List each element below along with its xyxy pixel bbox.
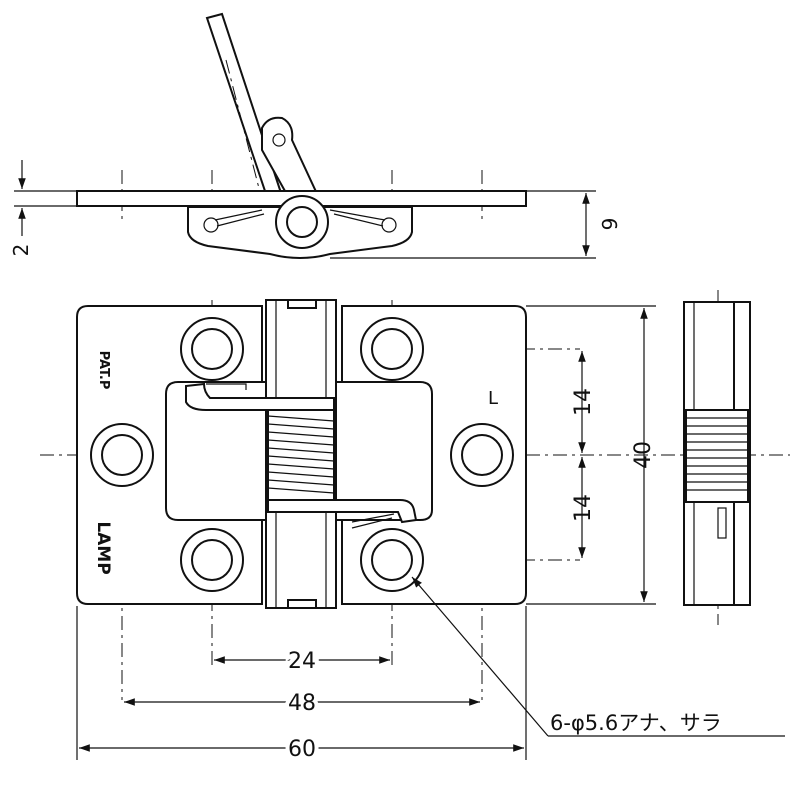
dim-label-14-lower: 14 bbox=[571, 494, 596, 522]
torsion-spring bbox=[267, 409, 335, 501]
dim-label-48: 48 bbox=[288, 691, 316, 716]
dim-label-6: 6 bbox=[597, 218, 621, 231]
dim-total-width: 60 bbox=[76, 606, 527, 766]
side-view bbox=[683, 290, 751, 625]
top-view-centerlines bbox=[121, 170, 483, 220]
dim-plate-thickness: 2 bbox=[9, 160, 76, 256]
mounting-hole-mid-left bbox=[90, 423, 154, 487]
dim-hole-pitch-outer: 48 bbox=[124, 687, 480, 720]
brand-stamp: LAMP bbox=[93, 521, 113, 574]
dim-label-24: 24 bbox=[288, 649, 316, 674]
mounting-hole-top-right bbox=[360, 317, 424, 381]
hole-callout-label: 6-φ5.6アナ、サラ bbox=[550, 711, 722, 735]
dim-label-60: 60 bbox=[288, 737, 316, 762]
open-leaf bbox=[205, 12, 320, 202]
dim-total-height: 40 bbox=[526, 305, 656, 605]
mounting-hole-bottom-right bbox=[360, 528, 424, 592]
patent-stamp: PAT.P bbox=[96, 351, 111, 390]
spring-housing bbox=[187, 195, 413, 259]
dim-hole-spacing: 14 14 bbox=[571, 351, 596, 558]
dim-label-14-upper: 14 bbox=[571, 388, 596, 416]
dim-side-height: 6 bbox=[330, 190, 621, 259]
dim-hole-pitch-inner: 24 bbox=[214, 645, 390, 678]
mounting-hole-bottom-left bbox=[180, 528, 244, 592]
hole-callout: 6-φ5.6アナ、サラ bbox=[411, 576, 785, 737]
dim-label-2: 2 bbox=[9, 244, 33, 257]
dim-label-40: 40 bbox=[631, 441, 656, 469]
mounting-hole-top-left bbox=[180, 317, 244, 381]
side-mark: L bbox=[488, 388, 498, 409]
front-view: PAT.P LAMP L bbox=[40, 299, 790, 700]
top-view: 2 6 bbox=[9, 12, 621, 259]
mounting-hole-mid-right bbox=[450, 423, 514, 487]
